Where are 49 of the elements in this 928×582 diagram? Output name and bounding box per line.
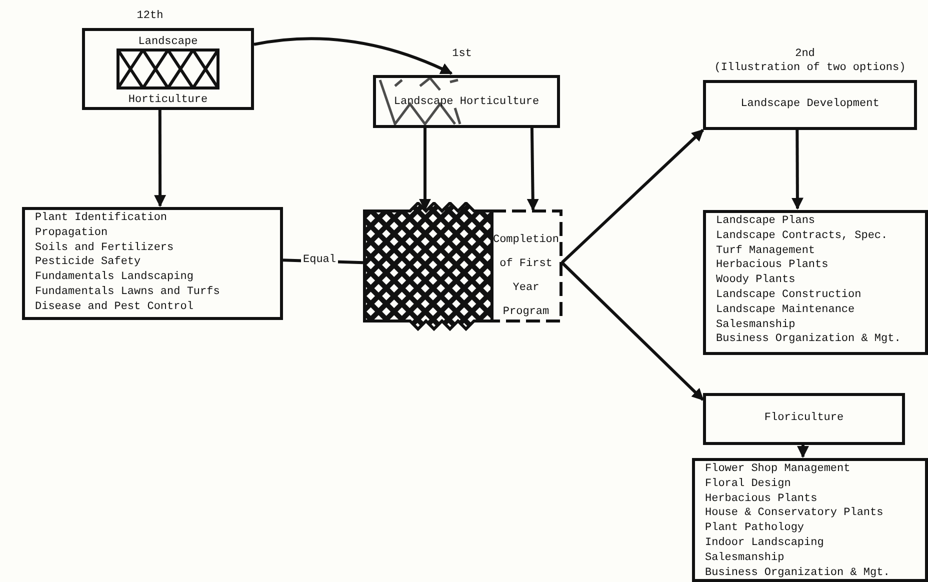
arrow bbox=[796, 444, 809, 458]
box-label: Horticulture bbox=[127, 93, 209, 107]
program-box bbox=[703, 80, 917, 130]
course-name: Business Organization & Mgt. bbox=[705, 566, 890, 580]
course-name: Fundamentals Lawns and Turfs bbox=[35, 285, 220, 299]
course-name: Floral Design bbox=[705, 476, 791, 491]
program-box bbox=[373, 75, 560, 128]
course-name: Turf Management bbox=[716, 244, 816, 258]
course-name: House & Conservatory Plants bbox=[705, 506, 884, 520]
course-name: Landscape Plans bbox=[716, 214, 816, 228]
course-name: Fundamentals Landscaping bbox=[35, 270, 194, 284]
hatched-box bbox=[363, 202, 563, 331]
course-list-box bbox=[22, 207, 283, 320]
course-name: Woody Plants bbox=[716, 273, 796, 288]
arrow bbox=[791, 130, 804, 210]
arrow bbox=[526, 128, 539, 211]
course-name: Propagation bbox=[35, 226, 108, 240]
course-name: Salesmanship bbox=[716, 318, 796, 332]
grade-label: 12th bbox=[136, 10, 164, 22]
course-list-box bbox=[692, 458, 928, 582]
course-name: Flower Shop Management bbox=[705, 462, 850, 476]
box-label: Landscape Horticulture bbox=[392, 95, 540, 109]
course-list-box bbox=[703, 210, 928, 355]
box-label: Floriculture bbox=[763, 411, 845, 425]
course-name: Indoor Landscaping bbox=[705, 536, 824, 550]
course-name: Landscape Construction bbox=[716, 288, 862, 302]
arrow bbox=[560, 262, 704, 401]
grade-label: 2nd bbox=[794, 48, 816, 60]
program-box bbox=[703, 393, 905, 445]
course-name: Salesmanship bbox=[705, 550, 784, 565]
course-name: Plant Identification bbox=[35, 211, 168, 225]
course-name: Soils and Fertilizers bbox=[35, 240, 174, 255]
course-name: Herbacious Plants bbox=[705, 492, 818, 506]
course-name: Landscape Contracts, Spec. bbox=[716, 228, 888, 243]
edge-label: Equal bbox=[301, 254, 338, 266]
course-name: Plant Pathology bbox=[705, 521, 804, 536]
box-label: Landscape Development bbox=[740, 97, 880, 111]
course-name: Landscape Maintenance bbox=[716, 302, 855, 317]
course-name: Business Organization & Mgt. bbox=[716, 332, 901, 346]
box-label: Landscape bbox=[137, 35, 199, 49]
course-name: Disease and Pest Control bbox=[35, 300, 194, 314]
arrow bbox=[254, 37, 453, 75]
arrow bbox=[154, 110, 166, 208]
course-name: Pesticide Safety bbox=[35, 255, 141, 270]
note-label: (Illustration of two options) bbox=[713, 62, 907, 74]
course-name: Herbacious Plants bbox=[716, 258, 828, 272]
box-label: Completion of First Year Program bbox=[492, 233, 560, 320]
grade-label: 1st bbox=[451, 48, 473, 60]
arrow bbox=[560, 128, 704, 264]
